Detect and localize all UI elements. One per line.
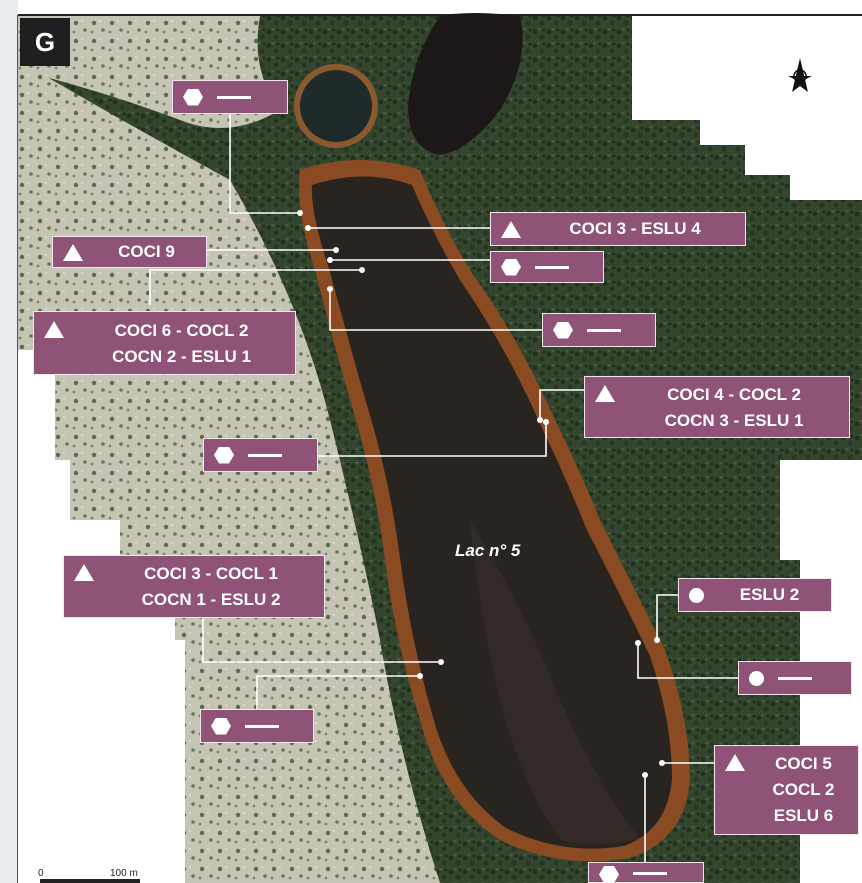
species-label: COCI 6 - COCL 2 COCN 2 - ESLU 1	[33, 311, 296, 375]
species-text: COCI 3 - ESLU 4	[569, 219, 701, 238]
triangle-icon	[501, 220, 521, 238]
species-label: COCI 4 - COCL 2 COCN 3 - ESLU 1	[584, 376, 850, 438]
species-label	[200, 709, 314, 743]
panel-letter: G	[20, 18, 70, 66]
species-label	[490, 251, 604, 283]
dash-icon	[248, 453, 282, 457]
dash-icon	[217, 95, 251, 99]
species-label: COCI 3 - ESLU 4	[490, 212, 746, 246]
species-label	[738, 661, 852, 695]
triangle-icon	[725, 754, 745, 771]
dash-icon	[245, 724, 279, 728]
dash-icon	[778, 676, 812, 680]
species-label	[172, 80, 288, 114]
species-text: ESLU 2	[739, 585, 800, 604]
species-text: COCI 4 - COCL 2 COCN 3 - ESLU 1	[664, 385, 804, 430]
hexagon-icon	[183, 88, 203, 106]
leader-lines	[149, 110, 740, 865]
pond-north-large	[408, 13, 523, 155]
no-imagery-top-right	[632, 16, 862, 200]
species-label: COCI 9	[52, 236, 207, 268]
hexagon-icon	[214, 446, 234, 464]
species-label	[588, 862, 704, 883]
sampling-points	[297, 210, 665, 778]
species-label: COCI 5 COCL 2 ESLU 6	[714, 745, 859, 835]
scale-bar	[40, 879, 140, 883]
adjacent-map-strip	[0, 0, 18, 883]
triangle-icon	[74, 564, 94, 581]
species-label	[542, 313, 656, 347]
hexagon-icon	[501, 258, 521, 276]
lake-water	[311, 176, 672, 849]
dash-icon	[633, 872, 667, 875]
species-text: COCI 9	[118, 242, 175, 261]
circle-icon	[689, 587, 704, 603]
hexagon-icon	[599, 866, 619, 883]
scale-distance-label: 100 m	[110, 868, 138, 879]
north-arrow-icon	[788, 58, 812, 92]
species-label: ESLU 2	[678, 578, 832, 612]
triangle-icon	[63, 243, 83, 261]
hexagon-icon	[553, 321, 573, 339]
species-text: COCI 5 COCL 2 ESLU 6	[772, 754, 835, 825]
lake-name: Lac n° 5	[455, 541, 521, 560]
species-label	[203, 438, 318, 472]
species-text: COCI 3 - COCL 1 COCN 1 - ESLU 2	[141, 564, 281, 609]
dash-icon	[587, 328, 621, 332]
pond-north-small	[300, 70, 372, 142]
triangle-icon	[44, 321, 64, 338]
dash-icon	[535, 265, 569, 269]
species-text: COCI 6 - COCL 2 COCN 2 - ESLU 1	[112, 321, 251, 366]
triangle-icon	[595, 385, 615, 402]
circle-icon	[749, 670, 764, 686]
species-label: COCI 3 - COCL 1 COCN 1 - ESLU 2	[63, 555, 325, 618]
scale-zero-label: 0	[38, 868, 44, 879]
hexagon-icon	[211, 717, 231, 735]
